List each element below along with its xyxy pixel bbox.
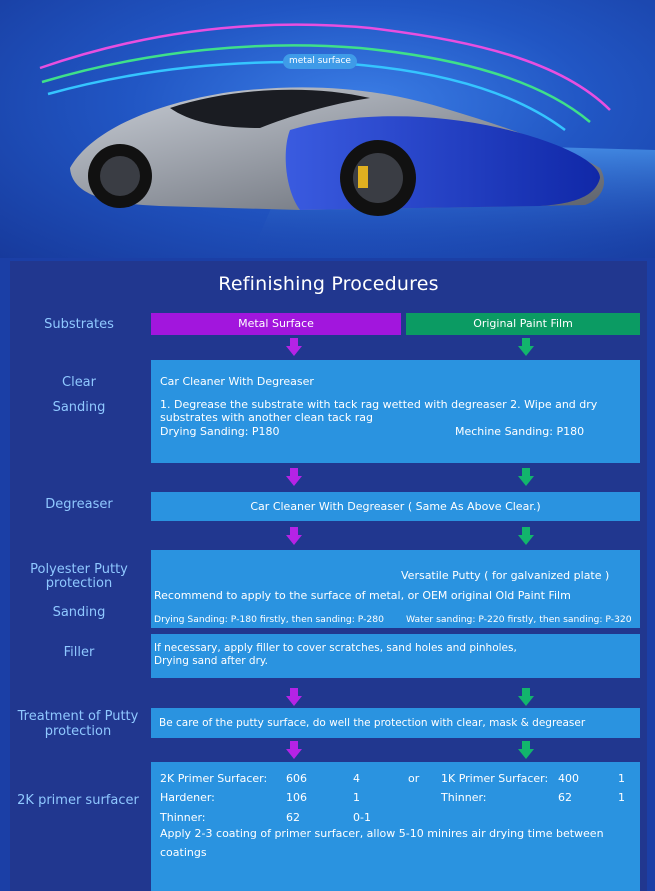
hardener-value: 106 — [286, 791, 307, 804]
hardener-name: Hardener: — [160, 791, 215, 804]
filler-line1: If necessary, apply filler to cover scra… — [154, 642, 517, 654]
primer-note-line1: Apply 2-3 coating of primer surfacer, al… — [160, 827, 604, 840]
light-streak-magenta — [39, 23, 611, 111]
down-arrow-icon — [286, 468, 302, 486]
clear-heading: Car Cleaner With Degreaser — [160, 375, 314, 388]
primer-2k-value: 606 — [286, 772, 307, 785]
machine-sanding-text: Mechine Sanding: P180 — [455, 425, 585, 438]
header-original-paint: Original Paint Film — [406, 313, 640, 335]
label-treatment-protection: protection — [44, 724, 112, 739]
thinner-1k-value: 62 — [558, 791, 572, 804]
filler-line2: Drying sand after dry. — [154, 655, 268, 667]
primer-1k-name: 1K Primer Surfacer: — [441, 772, 549, 785]
label-putty-sanding: Sanding — [52, 605, 106, 620]
putty-recommend-text: Recommend to apply to the surface of met… — [154, 589, 571, 602]
treatment-box: Be care of the putty surface, do well th… — [151, 708, 640, 738]
label-filler: Filler — [63, 645, 95, 660]
thinner-2k-value: 62 — [286, 811, 300, 824]
degreaser-text: Car Cleaner With Degreaser ( Same As Abo… — [250, 500, 541, 513]
clear-step-line2: substrates with another clean tack rag — [160, 411, 373, 424]
label-clear: Clear — [62, 375, 96, 390]
down-arrow-icon — [518, 688, 534, 706]
down-arrow-icon — [518, 338, 534, 356]
thinner-1k-ratio: 1 — [618, 791, 625, 804]
degreaser-box: Car Cleaner With Degreaser ( Same As Abo… — [151, 492, 640, 521]
primer-1k-value: 400 — [558, 772, 579, 785]
primer-1k-ratio: 1 — [618, 772, 625, 785]
down-arrow-icon — [286, 688, 302, 706]
putty-box: Versatile Putty ( for galvanized plate )… — [151, 550, 640, 628]
putty-drying-sanding: Drying Sanding: P-180 firstly, then sand… — [154, 614, 384, 625]
treatment-text: Be care of the putty surface, do well th… — [159, 717, 586, 729]
versatile-putty-text: Versatile Putty ( for galvanized plate ) — [401, 569, 610, 582]
down-arrow-icon — [518, 741, 534, 759]
car-paint-blue — [285, 116, 600, 210]
label-substrates: Substrates — [44, 317, 114, 332]
primer-or: or — [408, 772, 420, 785]
label-degreaser: Degreaser — [45, 497, 113, 512]
label-putty-protection: protection — [45, 576, 113, 591]
clear-step-line1: 1. Degrease the substrate with tack rag … — [160, 398, 598, 411]
primer-box: 2K Primer Surfacer: 606 4 or 1K Primer S… — [151, 762, 640, 891]
label-sanding: Sanding — [52, 400, 106, 415]
primer-2k-ratio: 4 — [353, 772, 360, 785]
down-arrow-icon — [286, 741, 302, 759]
primer-note-line2: coatings — [160, 846, 207, 859]
car-illustration — [39, 23, 655, 258]
label-treatment: Treatment of Putty — [17, 709, 139, 724]
down-arrow-icon — [286, 527, 302, 545]
down-arrow-icon — [518, 468, 534, 486]
label-polyester-putty: Polyester Putty — [30, 562, 128, 577]
hardener-ratio: 1 — [353, 791, 360, 804]
drying-sanding-text: Drying Sanding: P180 — [160, 425, 280, 438]
header-metal-surface: Metal Surface — [151, 313, 401, 335]
down-arrow-icon — [286, 338, 302, 356]
label-2k-primer: 2K primer surfacer — [17, 793, 139, 808]
page-title: Refinishing Procedures — [218, 273, 439, 295]
brake-caliper — [358, 166, 368, 188]
thinner-2k-name: Thinner: — [160, 811, 206, 824]
light-streak-green — [41, 44, 591, 123]
thinner-1k-name: Thinner: — [441, 791, 487, 804]
clear-sanding-box: Car Cleaner With Degreaser 1. Degrease t… — [151, 360, 640, 463]
thinner-2k-ratio: 0-1 — [353, 811, 371, 824]
hero-banner: metal surface — [0, 0, 655, 258]
filler-box: If necessary, apply filler to cover scra… — [151, 634, 640, 678]
metal-surface-tag: metal surface — [283, 54, 357, 69]
car-windshield — [170, 89, 370, 128]
putty-water-sanding: Water sanding: P-220 firstly, then sandi… — [406, 614, 632, 625]
down-arrow-icon — [518, 527, 534, 545]
primer-2k-name: 2K Primer Surfacer: — [160, 772, 268, 785]
